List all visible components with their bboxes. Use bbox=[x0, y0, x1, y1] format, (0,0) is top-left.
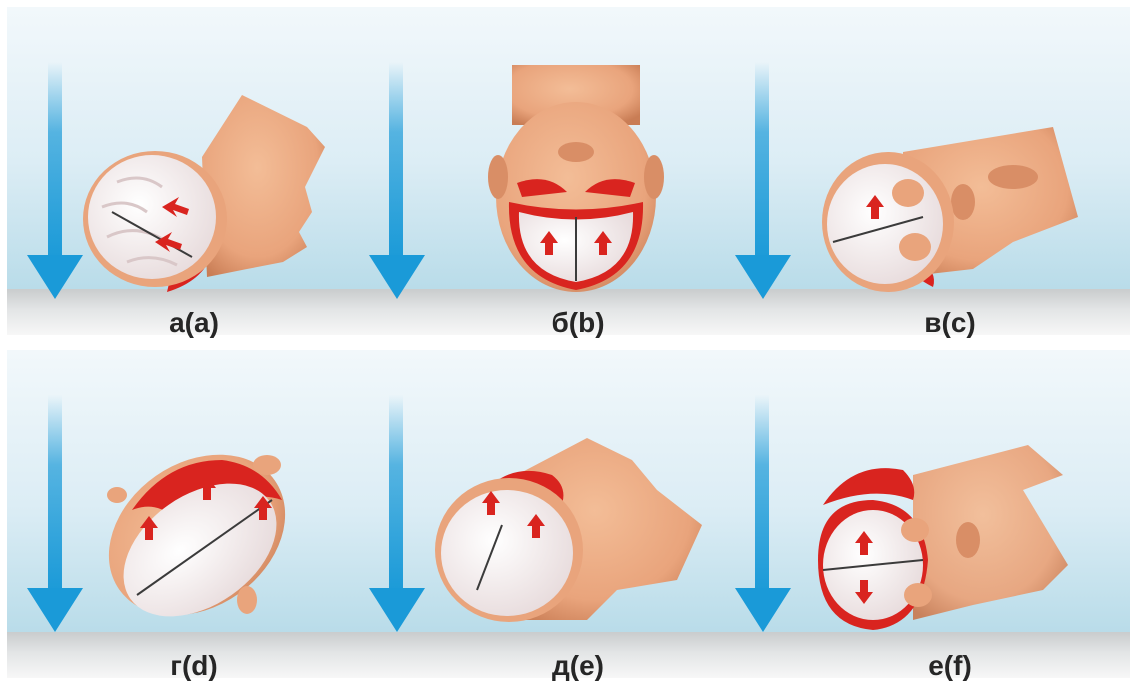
gravity-arrow-icon bbox=[369, 395, 425, 632]
gravity-arrow-icon bbox=[735, 62, 791, 299]
panel-b: б(b) bbox=[357, 7, 731, 337]
panel-label: д(e) bbox=[391, 650, 765, 682]
panel-a: а(a) bbox=[7, 7, 381, 337]
panel-c: в(c) bbox=[723, 7, 1097, 337]
gravity-arrow-icon bbox=[27, 395, 83, 632]
panel-label: г(d) bbox=[7, 650, 381, 682]
head-icon bbox=[913, 445, 1068, 620]
bottom-row: г(d) bbox=[7, 350, 1130, 680]
gravity-arrow-icon bbox=[369, 62, 425, 299]
panel-f: е(f) bbox=[723, 350, 1097, 680]
panel-label: б(b) bbox=[391, 307, 765, 339]
brain-icon bbox=[83, 151, 227, 287]
brain-icon bbox=[822, 152, 954, 292]
gravity-arrow-icon bbox=[735, 395, 791, 632]
panel-d: г(d) bbox=[7, 350, 381, 680]
gravity-arrow-icon bbox=[27, 62, 83, 299]
panel-label: в(c) bbox=[763, 307, 1137, 339]
top-row: а(a) bbox=[7, 7, 1130, 337]
brain-icon bbox=[823, 510, 932, 620]
panel-e: д(e) bbox=[357, 350, 731, 680]
panel-label: а(a) bbox=[7, 307, 381, 339]
brain-icon bbox=[435, 478, 583, 622]
panel-label: е(f) bbox=[763, 650, 1137, 682]
